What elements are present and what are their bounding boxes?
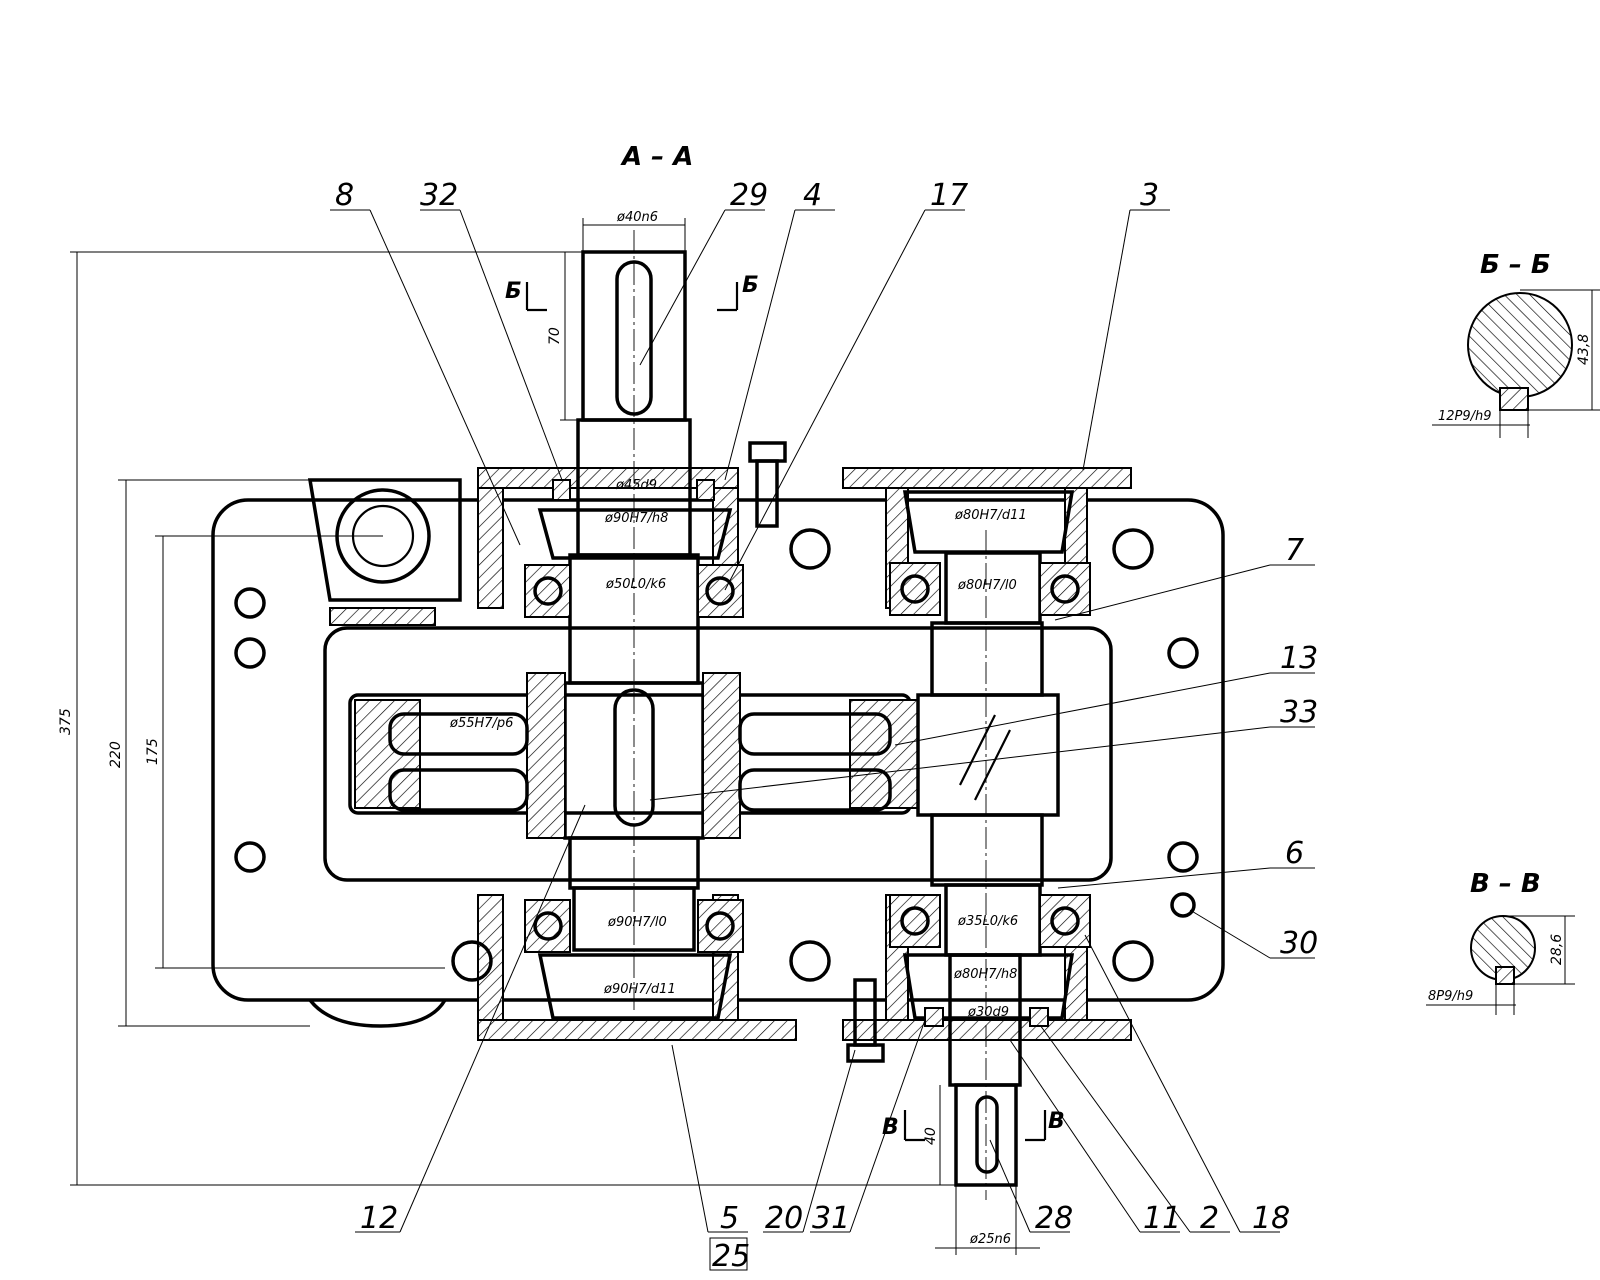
dim-v-key: 8P9/h9 — [1428, 989, 1473, 1004]
input-shaft — [563, 230, 705, 1010]
cut-label-b-left: Б — [505, 279, 522, 304]
dim-d55H7p6: ø55H7/p6 — [449, 716, 513, 731]
dim-len40: 40 — [923, 1127, 939, 1145]
dim-len70: 70 — [547, 327, 563, 345]
section-cut-markers — [525, 282, 1047, 1142]
section-v-view — [1426, 915, 1575, 1015]
dimension-lines — [70, 218, 1040, 1255]
dim-d40n6: ø40n6 — [616, 210, 658, 225]
dim-d80H7d11: ø80H7/d11 — [954, 508, 1027, 523]
section-title-aa: А – А — [620, 142, 693, 172]
dim-h175: 175 — [145, 738, 161, 765]
part-number-3: 3 — [1140, 178, 1159, 213]
part-number-17: 17 — [930, 178, 968, 213]
part-number-5: 5 — [720, 1201, 739, 1236]
dim-v-height: 28,6 — [1549, 934, 1565, 965]
cut-label-v-right: В — [1048, 1109, 1065, 1134]
dimension-labels: ø40n6 ø45d9 ø90H7/h8 ø50L0/k6 ø55H7/p6 ø… — [58, 210, 1592, 1247]
part-number-4: 4 — [803, 178, 822, 213]
part-number-7: 7 — [1285, 533, 1304, 568]
dim-d80H7h8: ø80H7/h8 — [953, 967, 1017, 982]
cut-label-b-right: Б — [742, 273, 759, 298]
dim-h375: 375 — [58, 708, 74, 735]
part-number-12: 12 — [360, 1201, 398, 1236]
dim-d35L0k6: ø35L0/k6 — [957, 914, 1018, 929]
part-number-29: 29 — [730, 178, 768, 213]
dim-d90H7d11: ø90H7/d11 — [603, 982, 676, 997]
drain-plugs — [748, 441, 885, 1063]
part-number-30: 30 — [1280, 926, 1318, 961]
dim-d25n6: ø25n6 — [969, 1232, 1011, 1247]
section-title-vv: В – В — [1470, 869, 1541, 899]
leader-lines — [330, 209, 1315, 1271]
part-number-11: 11 — [1143, 1201, 1181, 1236]
part-number-25: 25 — [712, 1239, 750, 1274]
part-number-13: 13 — [1280, 641, 1318, 676]
part-numbers: 8 32 29 4 17 3 7 13 33 6 30 12 5 25 20 3… — [335, 178, 1318, 1274]
bolt-holes — [234, 528, 1199, 982]
part-number-28: 28 — [1035, 1201, 1073, 1236]
part-number-20: 20 — [765, 1201, 803, 1236]
part-number-18: 18 — [1252, 1201, 1290, 1236]
part-number-6: 6 — [1285, 836, 1304, 871]
dim-d50L0k6: ø50L0/k6 — [605, 577, 666, 592]
dim-d90H7h8-top: ø90H7/h8 — [604, 511, 668, 526]
section-titles: А – А Б – Б В – В Б Б В В — [505, 142, 1551, 1140]
dim-d80H7l0: ø80H7/l0 — [957, 578, 1017, 593]
section-title-bb: Б – Б — [1480, 250, 1551, 280]
part-number-33: 33 — [1280, 695, 1318, 730]
dim-b-key: 12P9/h9 — [1438, 409, 1492, 424]
dim-h220: 220 — [108, 741, 124, 768]
section-b-view — [1432, 289, 1600, 438]
case-walls — [477, 467, 1132, 1041]
dim-d45d9: ø45d9 — [615, 478, 657, 493]
dim-d90H7l0: ø90H7/l0 — [607, 915, 667, 930]
cut-label-v-left: В — [882, 1115, 899, 1140]
dim-d30d9: ø30d9 — [967, 1005, 1009, 1020]
part-number-31: 31 — [812, 1201, 850, 1236]
part-number-2: 2 — [1200, 1201, 1219, 1236]
dim-b-height: 43,8 — [1576, 334, 1592, 365]
left-bearings — [524, 479, 744, 1020]
part-number-8: 8 — [335, 178, 354, 213]
output-shaft — [889, 490, 1091, 1200]
part-number-32: 32 — [420, 178, 458, 213]
